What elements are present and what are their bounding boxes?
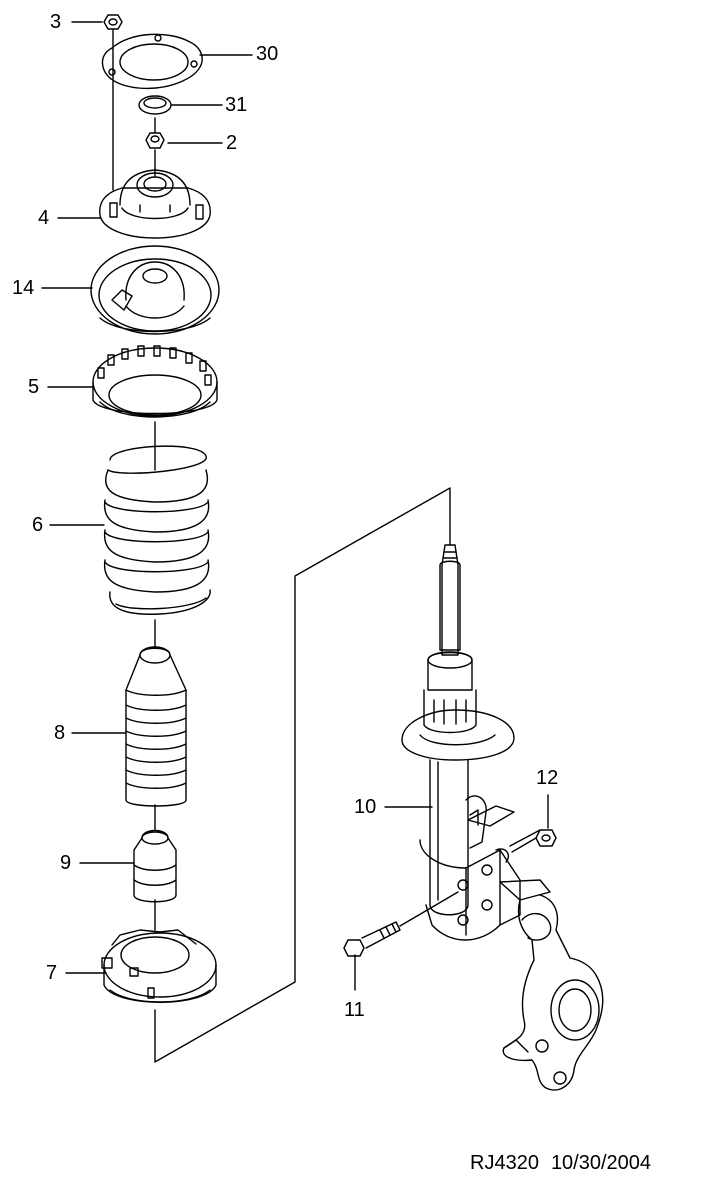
- leader-lines: [41, 21, 549, 1063]
- callout-31: 31: [225, 94, 248, 116]
- drawing-id: RJ4320: [470, 1152, 539, 1174]
- part-14-upper-seat: [90, 245, 220, 335]
- part-8-dust-boot: [125, 646, 187, 807]
- part-31-cap: [138, 95, 172, 115]
- part-4-strut-mount: [99, 169, 211, 239]
- callout-3: 3: [50, 11, 62, 33]
- part-6-coil-spring: [103, 445, 211, 615]
- drawing-footer: RJ4320 10/30/2004: [470, 1152, 651, 1175]
- part-12-nut: [509, 829, 557, 853]
- callout-2: 2: [226, 132, 238, 154]
- isolator-tabs: [97, 345, 212, 386]
- callout-9: 9: [60, 852, 72, 874]
- part-11-bolt: [343, 891, 459, 957]
- part-7-lower-seat: [101, 929, 217, 1003]
- callout-14: 14: [12, 277, 35, 299]
- part-30-gasket: [101, 33, 203, 90]
- callout-7: 7: [46, 962, 58, 984]
- callout-10: 10: [354, 796, 377, 818]
- callout-8: 8: [54, 722, 66, 744]
- part-10-strut-assembly: [401, 544, 521, 941]
- callout-4: 4: [38, 207, 50, 229]
- callout-30: 30: [256, 43, 279, 65]
- steering-knuckle: [499, 879, 604, 1091]
- callout-11: 11: [344, 999, 365, 1021]
- callout-12: 12: [536, 767, 559, 789]
- callout-6: 6: [32, 514, 44, 536]
- drawing-date: 10/30/2004: [550, 1152, 652, 1174]
- callout-5: 5: [28, 376, 40, 398]
- part-2-nut: [145, 132, 165, 149]
- part-3-nut: [103, 14, 123, 30]
- part-5-isolator: [92, 345, 218, 418]
- part-9-bump-stop: [133, 829, 177, 903]
